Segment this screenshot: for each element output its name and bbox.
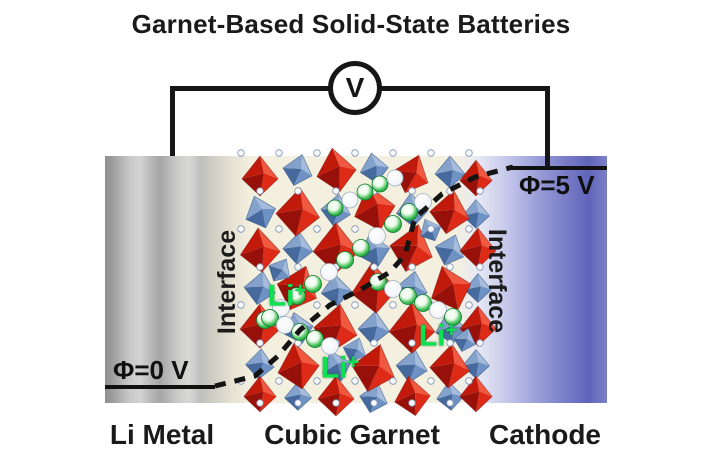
li-ion-label: Li+ — [267, 279, 307, 313]
li-ion-label: Li+ — [320, 351, 360, 385]
wire-left-vertical — [170, 86, 175, 156]
anode-caption: Li Metal — [109, 419, 215, 450]
voltmeter-label: V — [345, 72, 365, 103]
cathode-caption: Cathode — [489, 419, 601, 450]
anode-potential-label: Φ=0 V — [113, 355, 189, 385]
anode-potential-line — [105, 385, 215, 389]
interface-label-right: Interface — [483, 228, 511, 334]
electrolyte-caption: Cubic Garnet — [264, 419, 440, 450]
figure-title: Garnet-Based Solid-State Batteries — [131, 9, 571, 39]
li-ion-label: Li+ — [418, 319, 458, 353]
wire-right-vertical — [545, 86, 550, 168]
cathode-potential-line — [512, 166, 607, 170]
cathode-potential-label: Φ=5 V — [519, 170, 595, 200]
voltmeter-icon: V — [328, 61, 382, 115]
interface-label-left: Interface — [213, 229, 241, 335]
